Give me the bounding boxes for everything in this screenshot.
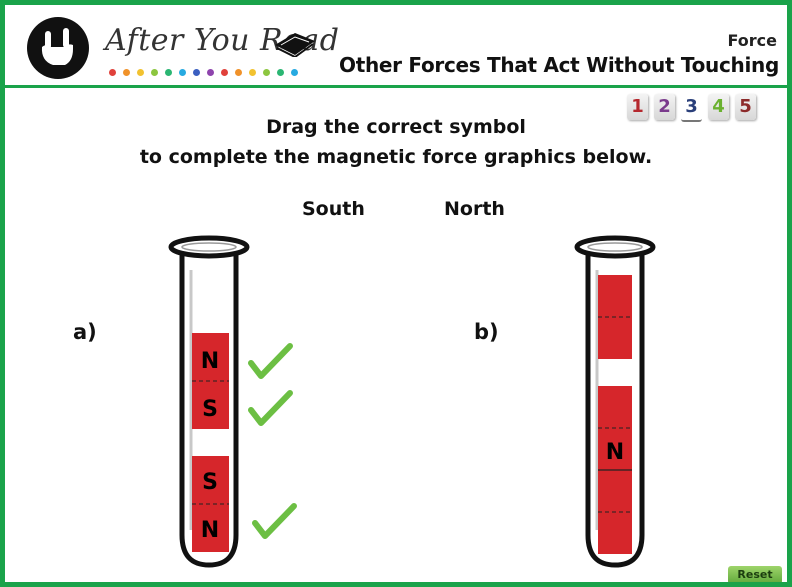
page-button-4[interactable]: 4 [708,94,729,120]
instruction-line-2: to complete the magnetic force graphics … [139,146,653,168]
magnet-a-upper-top-pole: N [201,349,219,374]
test-tube-b: N [574,235,656,568]
decorative-dot [193,69,200,76]
decorative-dots [109,69,298,76]
magnet-a-lower-bottom-pole: N [201,518,219,543]
decorative-dot [137,69,144,76]
page-navigation: 1 2 3 4 5 [627,94,756,122]
check-icon-1 [248,343,293,379]
part-b-label: b) [474,320,499,344]
instruction-line-1: Drag the correct symbol [266,116,526,138]
decorative-dot [123,69,130,76]
header-bar: After You Read Force Other Forces That A… [5,5,787,88]
part-a-label: a) [73,320,97,344]
decorative-dot [263,69,270,76]
decorative-dot [277,69,284,76]
magnet-a-upper-bottom-pole: S [202,397,218,422]
magnet-b-lower-top-pole: N [606,440,624,465]
decorative-dot [221,69,228,76]
south-symbol-draggable[interactable]: South [302,198,365,220]
decorative-dot [291,69,298,76]
decorative-dot [109,69,116,76]
decorative-dot [207,69,214,76]
reset-button[interactable]: Reset [728,566,782,582]
page-button-1[interactable]: 1 [627,94,648,120]
check-icon-2 [248,390,293,426]
north-symbol-draggable[interactable]: North [444,198,505,220]
hand-logo-icon [27,17,89,79]
page-button-5[interactable]: 5 [735,94,756,120]
decorative-dot [151,69,158,76]
decorative-dot [249,69,256,76]
page-button-3[interactable]: 3 [681,94,702,122]
decorative-dot [235,69,242,76]
test-tube-a: N S S N [168,235,297,568]
magnet-a-lower-top-pole: S [202,470,218,495]
book-icon [275,33,315,57]
decorative-dot [165,69,172,76]
page-button-2[interactable]: 2 [654,94,675,120]
check-icon-3 [252,503,297,539]
decorative-dot [179,69,186,76]
subject-label: Force [727,31,778,50]
lesson-title: Other Forces That Act Without Touching [339,53,779,77]
